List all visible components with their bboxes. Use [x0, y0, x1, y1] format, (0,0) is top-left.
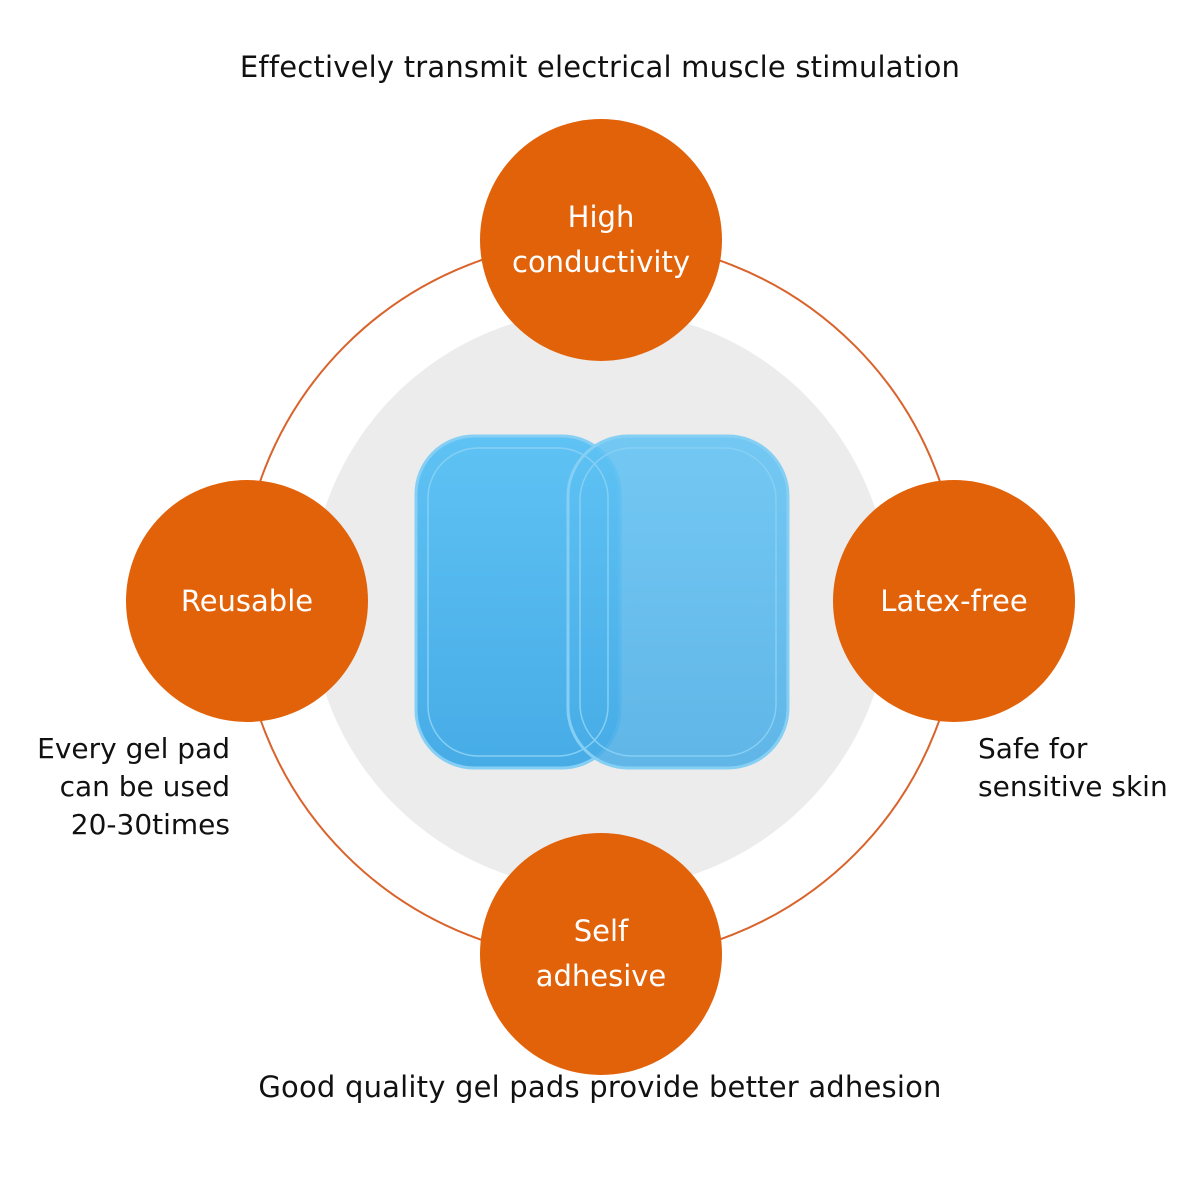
- feature-label-line1: Self: [573, 914, 629, 948]
- gel-pad-right: [566, 434, 790, 770]
- gel-pad-right-inner-edge: [579, 447, 777, 757]
- headline-bottom: Good quality gel pads provide better adh…: [258, 1070, 942, 1104]
- gel-pads-image: [414, 434, 790, 770]
- feature-node-high-conductivity: High conductivity: [480, 119, 722, 361]
- feature-label-line1: Latex-free: [880, 583, 1028, 618]
- feature-label-line1: Reusable: [180, 583, 314, 618]
- feature-label-line2: conductivity: [512, 245, 690, 279]
- note-line1: Safe for: [978, 732, 1088, 765]
- gel-pad-left-inner-edge: [427, 447, 609, 757]
- feature-node-latex-free: Latex-free: [833, 480, 1075, 722]
- feature-node-reusable: Reusable: [126, 480, 368, 722]
- feature-label-line2: adhesive: [535, 959, 667, 993]
- feature-node-self-adhesive: Self adhesive: [480, 833, 722, 1075]
- note-line3: 20-30times: [70, 808, 230, 841]
- note-line2: sensitive skin: [978, 770, 1168, 803]
- note-latex-free: Safe for sensitive skin: [978, 730, 1193, 806]
- feature-label-line1: High: [567, 200, 635, 234]
- note-reusable: Every gel pad can be used 20-30times: [20, 730, 230, 844]
- note-line2: can be used: [59, 770, 230, 803]
- headline-top: Effectively transmit electrical muscle s…: [239, 50, 961, 84]
- note-line1: Every gel pad: [37, 732, 230, 765]
